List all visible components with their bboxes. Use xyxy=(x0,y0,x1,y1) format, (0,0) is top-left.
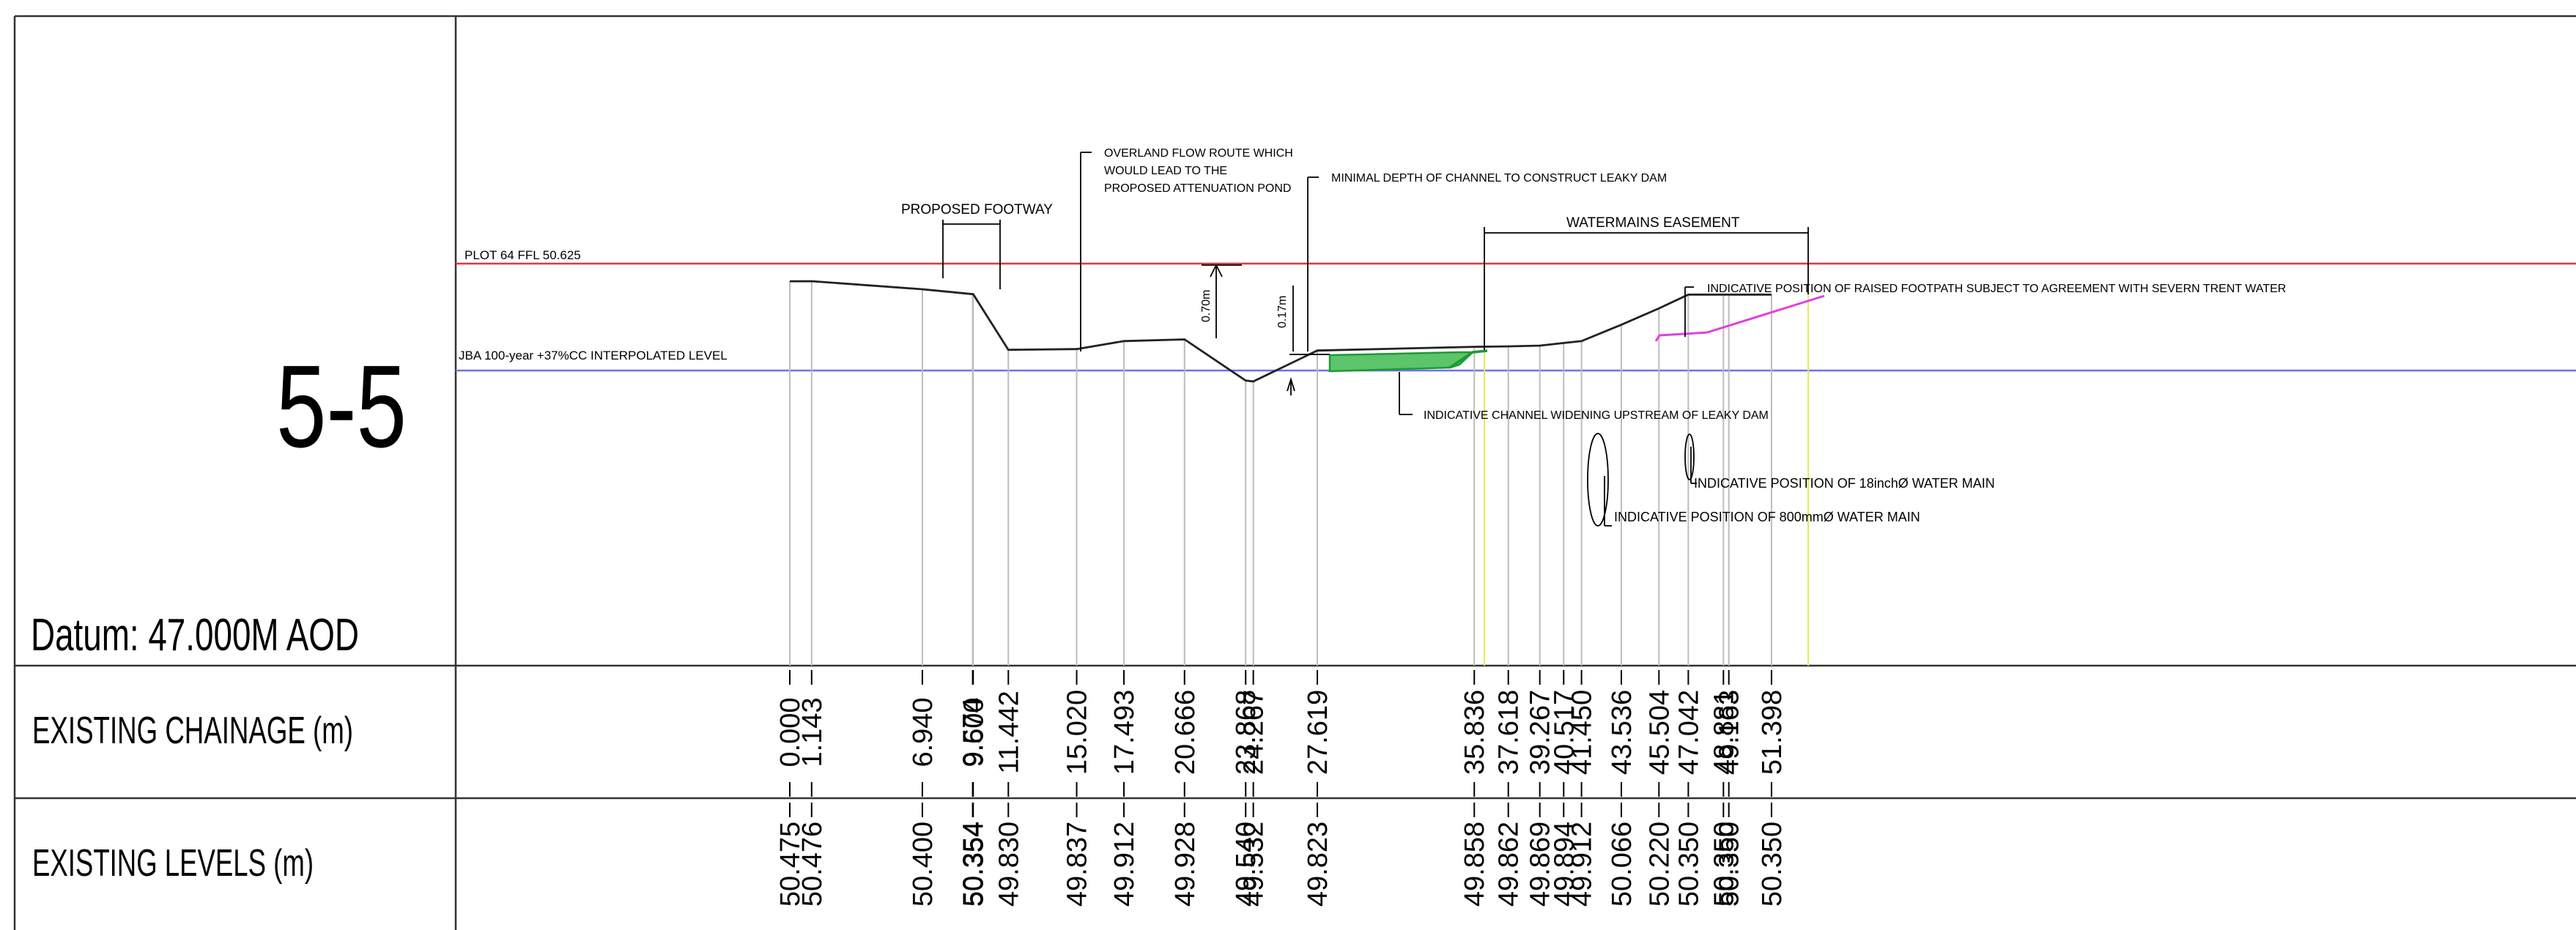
dim-070-label: 0.70m xyxy=(1200,290,1213,322)
dim-017-arrow xyxy=(1287,376,1295,392)
level-value: 49.928 xyxy=(1170,822,1201,907)
chainage-value: 17.493 xyxy=(1109,690,1140,775)
water-main-18-label: INDICATIVE POSITION OF 18inchØ WATER MAI… xyxy=(1694,476,1995,491)
chainage-value: 11.442 xyxy=(993,691,1024,773)
level-value: 50.400 xyxy=(908,822,939,907)
ordinate-lines xyxy=(789,281,1772,666)
level-value: 49.532 xyxy=(1239,822,1270,907)
dim-070-arrow xyxy=(1210,263,1223,278)
chainage-value: 48.881 xyxy=(1709,690,1739,775)
flood-reference-label: JBA 100-year +37%CC INTERPOLATED LEVEL xyxy=(459,349,728,362)
ground-profile-line xyxy=(789,280,1772,383)
level-value: 49.837 xyxy=(1062,822,1093,907)
overland-label-line2: WOULD LEAD TO THE xyxy=(1104,165,1227,177)
level-value: 50.350 xyxy=(1757,822,1788,907)
chainage-row-label: EXISTING CHAINAGE (m) xyxy=(32,710,353,752)
level-value: 50.350 xyxy=(1709,822,1739,907)
level-value: 49.912 xyxy=(1567,822,1598,907)
level-value: 49.869 xyxy=(1525,822,1556,907)
level-value: 50.354 xyxy=(958,822,989,907)
water-main-800-label: INDICATIVE POSITION OF 800mmØ WATER MAIN xyxy=(1614,510,1920,524)
level-value: 49.823 xyxy=(1303,822,1333,907)
raised-footpath-line xyxy=(1654,294,1825,342)
chainage-value: 51.398 xyxy=(1757,690,1788,775)
water-main-18-symbol xyxy=(1684,434,1695,480)
proposed-footway-label: PROPOSED FOOTWAY xyxy=(901,202,1053,217)
level-value: 50.350 xyxy=(1714,822,1745,907)
chainage-value: 27.619 xyxy=(1303,690,1333,775)
chainage-value: 43.536 xyxy=(1607,690,1637,775)
level-value: 50.066 xyxy=(1607,822,1637,907)
chainage-value: 39.267 xyxy=(1525,690,1556,775)
chainage-value: 47.042 xyxy=(1673,690,1704,775)
drawing-frame xyxy=(13,15,2576,930)
ffl-reference-label: PLOT 64 FFL 50.625 xyxy=(465,248,581,262)
channel-widening-label: INDICATIVE CHANNEL WIDENING UPSTREAM OF … xyxy=(1424,409,1769,422)
overland-label-line1: OVERLAND FLOW ROUTE WHICH xyxy=(1104,147,1293,160)
level-value: 50.475 xyxy=(775,822,806,907)
chainage-value: 1.143 xyxy=(797,697,828,767)
level-value: 50.220 xyxy=(1644,822,1675,907)
chainage-value: 15.020 xyxy=(1062,690,1093,775)
level-value: 49.862 xyxy=(1494,822,1525,907)
level-value: 49.858 xyxy=(1459,822,1490,907)
level-value: 49.912 xyxy=(1109,822,1140,907)
water-main-800-symbol xyxy=(1587,433,1609,527)
chainage-value: 9.574 xyxy=(958,697,989,767)
chainage-value: 35.836 xyxy=(1459,690,1490,775)
level-value: 50.476 xyxy=(797,822,828,907)
chainage-value: 40.517 xyxy=(1549,690,1580,775)
chainage-value: 41.450 xyxy=(1567,690,1598,775)
chainage-value: 23.868 xyxy=(1231,690,1262,775)
channel-widening-edge xyxy=(1449,349,1488,369)
level-value: 49.830 xyxy=(993,822,1024,907)
chainage-value: 24.267 xyxy=(1239,690,1270,775)
watermains-easement-label: WATERMAINS EASEMENT xyxy=(1566,215,1740,231)
level-value: 49.540 xyxy=(1231,822,1262,907)
section-title: 5-5 xyxy=(276,341,407,472)
chainage-value: 37.618 xyxy=(1494,690,1525,775)
channel-widening-area xyxy=(1328,351,1476,373)
annotation-leaders xyxy=(942,152,1809,527)
chainage-value: 0.000 xyxy=(775,697,806,767)
overland-label-line3: PROPOSED ATTENUATION POND xyxy=(1104,182,1291,195)
levels-row-label: EXISTING LEVELS (m) xyxy=(32,842,314,885)
level-value: 49.894 xyxy=(1549,822,1580,907)
ground-profile xyxy=(789,280,1772,383)
minimal-depth-label: MINIMAL DEPTH OF CHANNEL TO CONSTRUCT LE… xyxy=(1331,172,1667,185)
chainage-value: 9.600 xyxy=(958,697,989,767)
raised-footpath-label: INDICATIVE POSITION OF RAISED FOOTPATH S… xyxy=(1707,283,2286,295)
chainage-value: 45.504 xyxy=(1644,690,1675,775)
chainage-value: 6.940 xyxy=(908,697,939,767)
level-value: 50.350 xyxy=(1673,822,1704,907)
chainage-value: 20.666 xyxy=(1170,690,1201,775)
datum-label: Datum: 47.000M AOD xyxy=(31,610,359,661)
level-value: 50.354 xyxy=(958,822,989,907)
dim-017-label: 0.17m xyxy=(1276,296,1289,328)
chainage-value: 49.163 xyxy=(1714,690,1745,775)
